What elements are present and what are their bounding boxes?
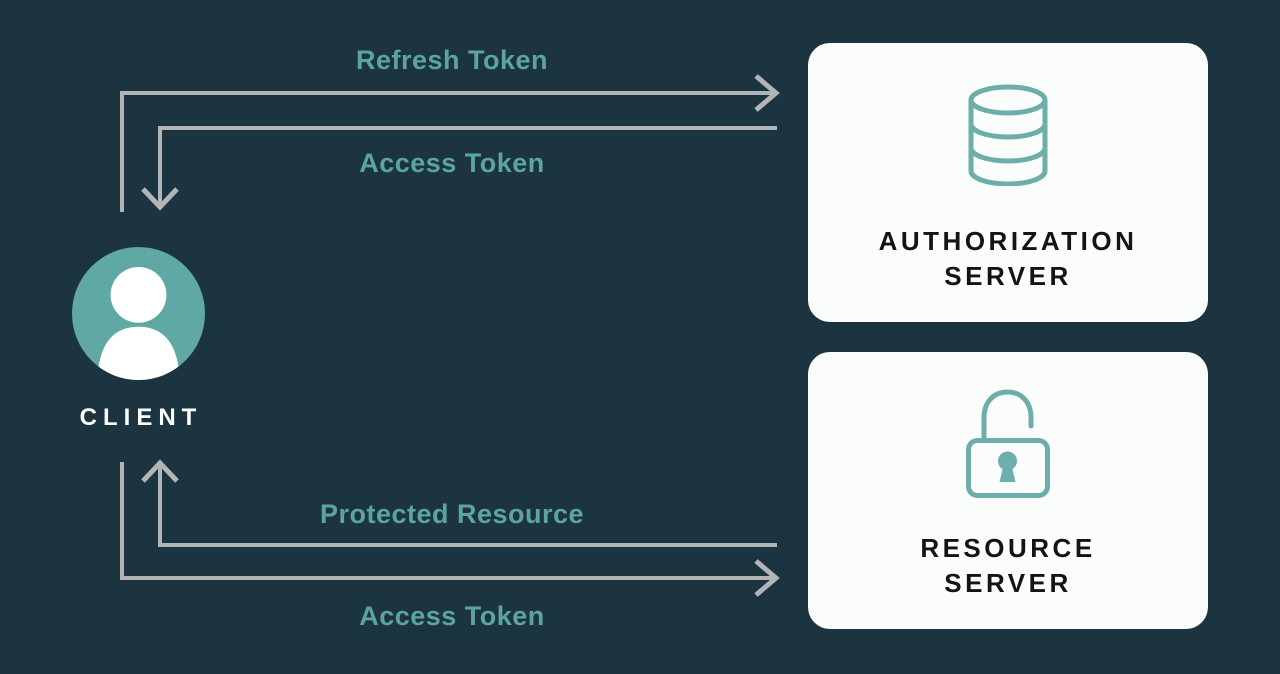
database-icon	[968, 84, 1048, 186]
server-name-line: RESOURCE	[920, 533, 1096, 563]
client-label: CLIENT	[79, 404, 203, 431]
person-icon	[72, 247, 205, 380]
access-token-top-label: Access Token	[359, 148, 545, 178]
server-name-line: AUTHORIZATION	[878, 226, 1138, 256]
authorization-server-card: AUTHORIZATION SERVER	[808, 43, 1208, 322]
resource-server-card: RESOURCE SERVER	[808, 352, 1208, 629]
access-token-request-arrow	[120, 462, 780, 597]
access-token-bottom-label: Access Token	[359, 601, 545, 631]
protected-resource-arrow	[141, 459, 777, 547]
lock-open-icon	[966, 389, 1050, 498]
refresh-token-label: Refresh Token	[355, 45, 549, 75]
server-name-line: SERVER	[944, 261, 1072, 291]
resource-server-name: RESOURCE SERVER	[808, 531, 1208, 601]
refresh-token-arrow	[120, 74, 780, 212]
server-name-line: SERVER	[944, 568, 1072, 598]
authorization-server-name: AUTHORIZATION SERVER	[808, 224, 1208, 294]
keyhole	[998, 451, 1017, 482]
access-token-return-arrow	[141, 126, 777, 211]
protected-resource-label: Protected Resource	[319, 499, 585, 529]
client-avatar	[72, 247, 205, 380]
